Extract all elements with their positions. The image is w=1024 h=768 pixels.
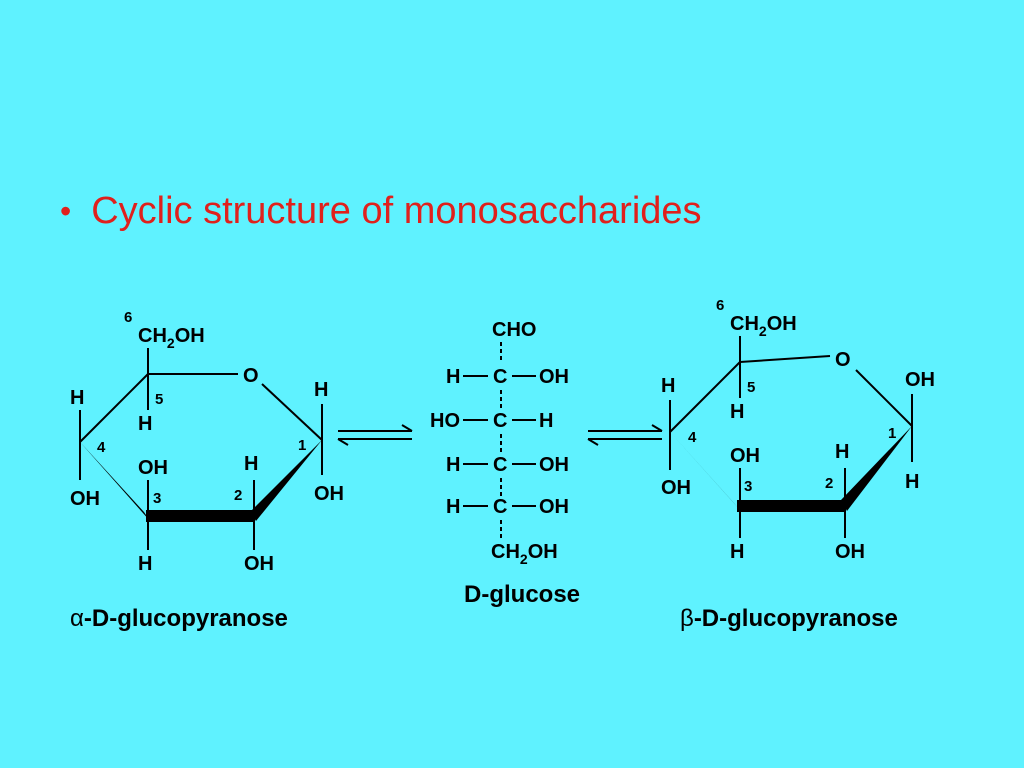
alpha-c3-c2-bold-bond xyxy=(146,510,254,522)
glucose-c3-left: HO xyxy=(430,410,460,432)
beta-c3-h: H xyxy=(730,541,744,563)
beta-c4-oh: OH xyxy=(661,477,691,499)
beta-c1-oh: OH xyxy=(905,369,935,391)
beta-caption: β-D-glucopyranose xyxy=(680,605,898,632)
alpha-c3-h: H xyxy=(138,553,152,575)
beta-c4-h: H xyxy=(661,375,675,397)
glucose-c4-carbon: C xyxy=(493,454,507,476)
beta-c2-c1-wedge xyxy=(841,426,912,511)
alpha-c2-c1-wedge xyxy=(250,440,322,521)
alpha-c1-oh: OH xyxy=(314,483,344,505)
alpha-c1-h: H xyxy=(314,379,328,401)
beta-ch2oh-label: CH2OH xyxy=(730,313,797,339)
alpha-c6-number: 6 xyxy=(124,309,132,326)
alpha-c1-number: 1 xyxy=(298,437,306,454)
beta-c5-o-bond xyxy=(739,355,831,363)
alpha-c4-number: 4 xyxy=(97,439,106,456)
beta-c4-number: 4 xyxy=(688,429,697,446)
glucose-caption: D-glucose xyxy=(464,581,580,608)
alpha-c2-oh: OH xyxy=(244,553,274,575)
glucose-c2-carbon: C xyxy=(493,366,507,388)
glucose-c3-carbon: C xyxy=(493,410,507,432)
beta-c5-number: 5 xyxy=(747,379,755,396)
beta-c2-h: H xyxy=(835,441,849,463)
beta-c6-number: 6 xyxy=(716,297,724,314)
beta-c5-h: H xyxy=(730,401,744,423)
glucose-c4-right: OH xyxy=(539,454,569,476)
beta-c1-h: H xyxy=(905,471,919,493)
glucose-c2-left: H xyxy=(446,366,460,388)
bullet-point: • xyxy=(60,193,72,229)
alpha-caption: α-D-glucopyranose xyxy=(70,605,288,632)
beta-ring-oxygen: O xyxy=(835,349,851,371)
beta-c4-c3-wedge xyxy=(670,432,741,511)
alpha-c3-oh: OH xyxy=(138,457,168,479)
open-chain-glucose-structure: CHO H C OH HO C H H C OH H C OH CH2OH D-… xyxy=(430,319,580,608)
beta-glucopyranose-structure: 6 CH2OH O 5 H H 4 OH OH 3 H H 2 OH OH 1 … xyxy=(661,297,935,632)
beta-c3-number: 3 xyxy=(744,478,752,495)
equilibrium-arrows-left xyxy=(337,424,413,446)
beta-c2-number: 2 xyxy=(825,475,833,492)
glucose-c3-right: H xyxy=(539,410,553,432)
glucose-c5-left: H xyxy=(446,496,460,518)
glucose-ch2oh-label: CH2OH xyxy=(491,541,558,567)
glucose-aldehyde-group: CHO xyxy=(492,319,536,341)
alpha-c4-oh: OH xyxy=(70,488,100,510)
alpha-c4-h: H xyxy=(70,387,84,409)
alpha-c4-c5-bond xyxy=(79,373,149,443)
beta-c4-c5-bond xyxy=(669,361,741,433)
slide-title-row: • Cyclic structure of monosaccharides xyxy=(60,190,702,233)
beta-c3-oh: OH xyxy=(730,445,760,467)
slide-title: Cyclic structure of monosaccharides xyxy=(91,190,702,232)
glucose-c2-right: OH xyxy=(539,366,569,388)
alpha-c2-number: 2 xyxy=(234,487,242,504)
alpha-c5-h: H xyxy=(138,413,152,435)
alpha-ring-oxygen: O xyxy=(243,365,259,387)
alpha-c5-number: 5 xyxy=(155,391,163,408)
beta-c3-c2-bold-bond xyxy=(737,500,845,512)
alpha-o-c1-bond xyxy=(261,383,323,441)
alpha-c3-number: 3 xyxy=(153,490,161,507)
glucose-c5-right: OH xyxy=(539,496,569,518)
beta-o-c1-bond xyxy=(855,369,913,427)
beta-c1-number: 1 xyxy=(888,425,896,442)
beta-c2-oh: OH xyxy=(835,541,865,563)
equilibrium-arrows-right xyxy=(587,424,663,446)
glucose-c5-carbon: C xyxy=(493,496,507,518)
alpha-c2-h: H xyxy=(244,453,258,475)
alpha-glucopyranose-structure: 6 CH2OH O 5 H H 4 OH OH 3 H H 2 OH H 1 O… xyxy=(70,309,344,632)
alpha-ch2oh-label: CH2OH xyxy=(138,325,205,351)
alpha-c4-c3-wedge xyxy=(80,442,150,521)
glucose-c4-left: H xyxy=(446,454,460,476)
